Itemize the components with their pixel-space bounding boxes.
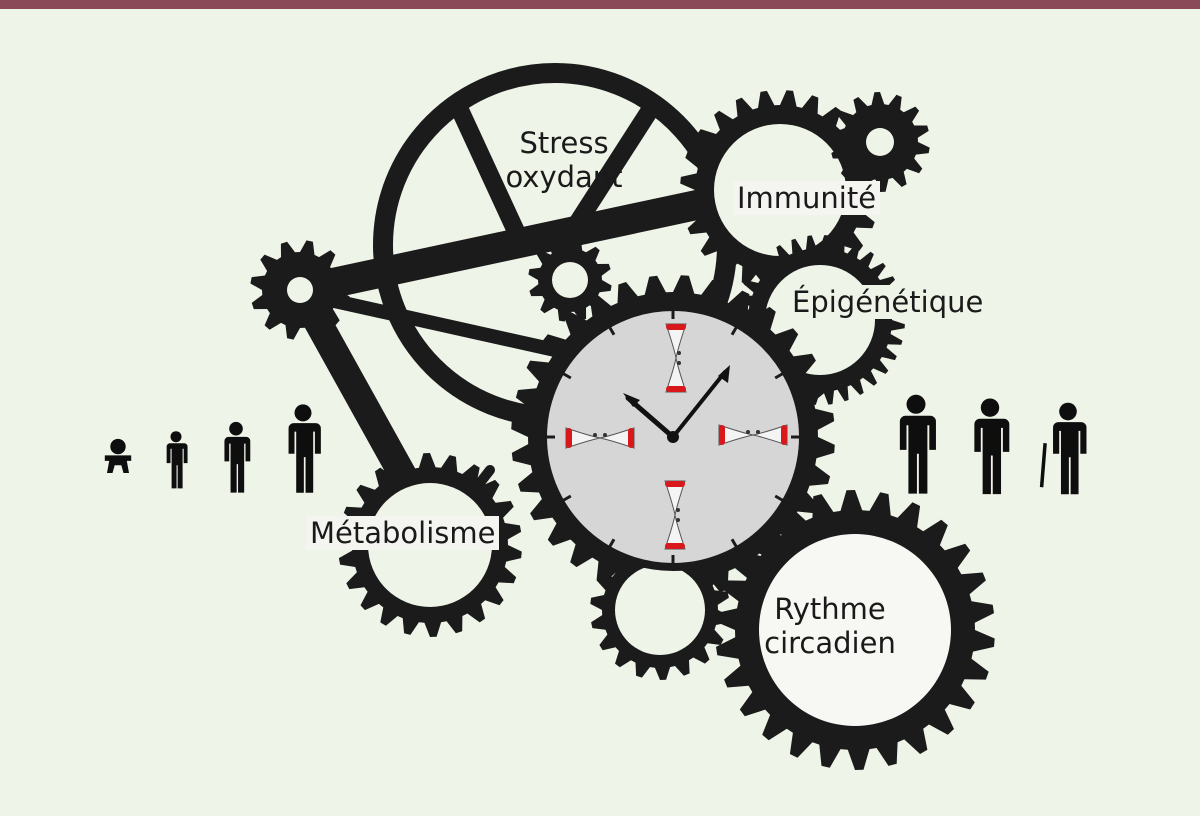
baby-icon [104, 438, 132, 473]
teen-icon [288, 404, 321, 493]
clock-tick [774, 494, 785, 503]
middle-aged-icon [974, 398, 1010, 495]
label-immunite: Immunité [733, 181, 881, 215]
gear-hub [866, 128, 894, 156]
clock-tick [607, 538, 616, 549]
top-accent-bar [0, 0, 1200, 9]
clock-tick [730, 538, 739, 549]
clock-tick [730, 325, 739, 336]
boy-icon [224, 421, 251, 493]
gear-hub [287, 277, 313, 303]
rythme-gear-face [759, 534, 951, 726]
elderly-with-cane-icon [1039, 402, 1087, 495]
label-epigenetique: Épigénétique [790, 285, 986, 319]
clock-tick [561, 494, 572, 503]
gear-hub [552, 262, 588, 298]
adult-icon [899, 394, 936, 494]
clock-tick [561, 371, 572, 380]
clock-tick [774, 371, 785, 380]
gear-hub [615, 565, 705, 655]
child-icon [166, 431, 188, 489]
clock-icon [539, 303, 807, 571]
clock-tick [607, 325, 616, 336]
age-progression [104, 394, 1087, 495]
label-metabolisme: Métabolisme [306, 516, 500, 550]
